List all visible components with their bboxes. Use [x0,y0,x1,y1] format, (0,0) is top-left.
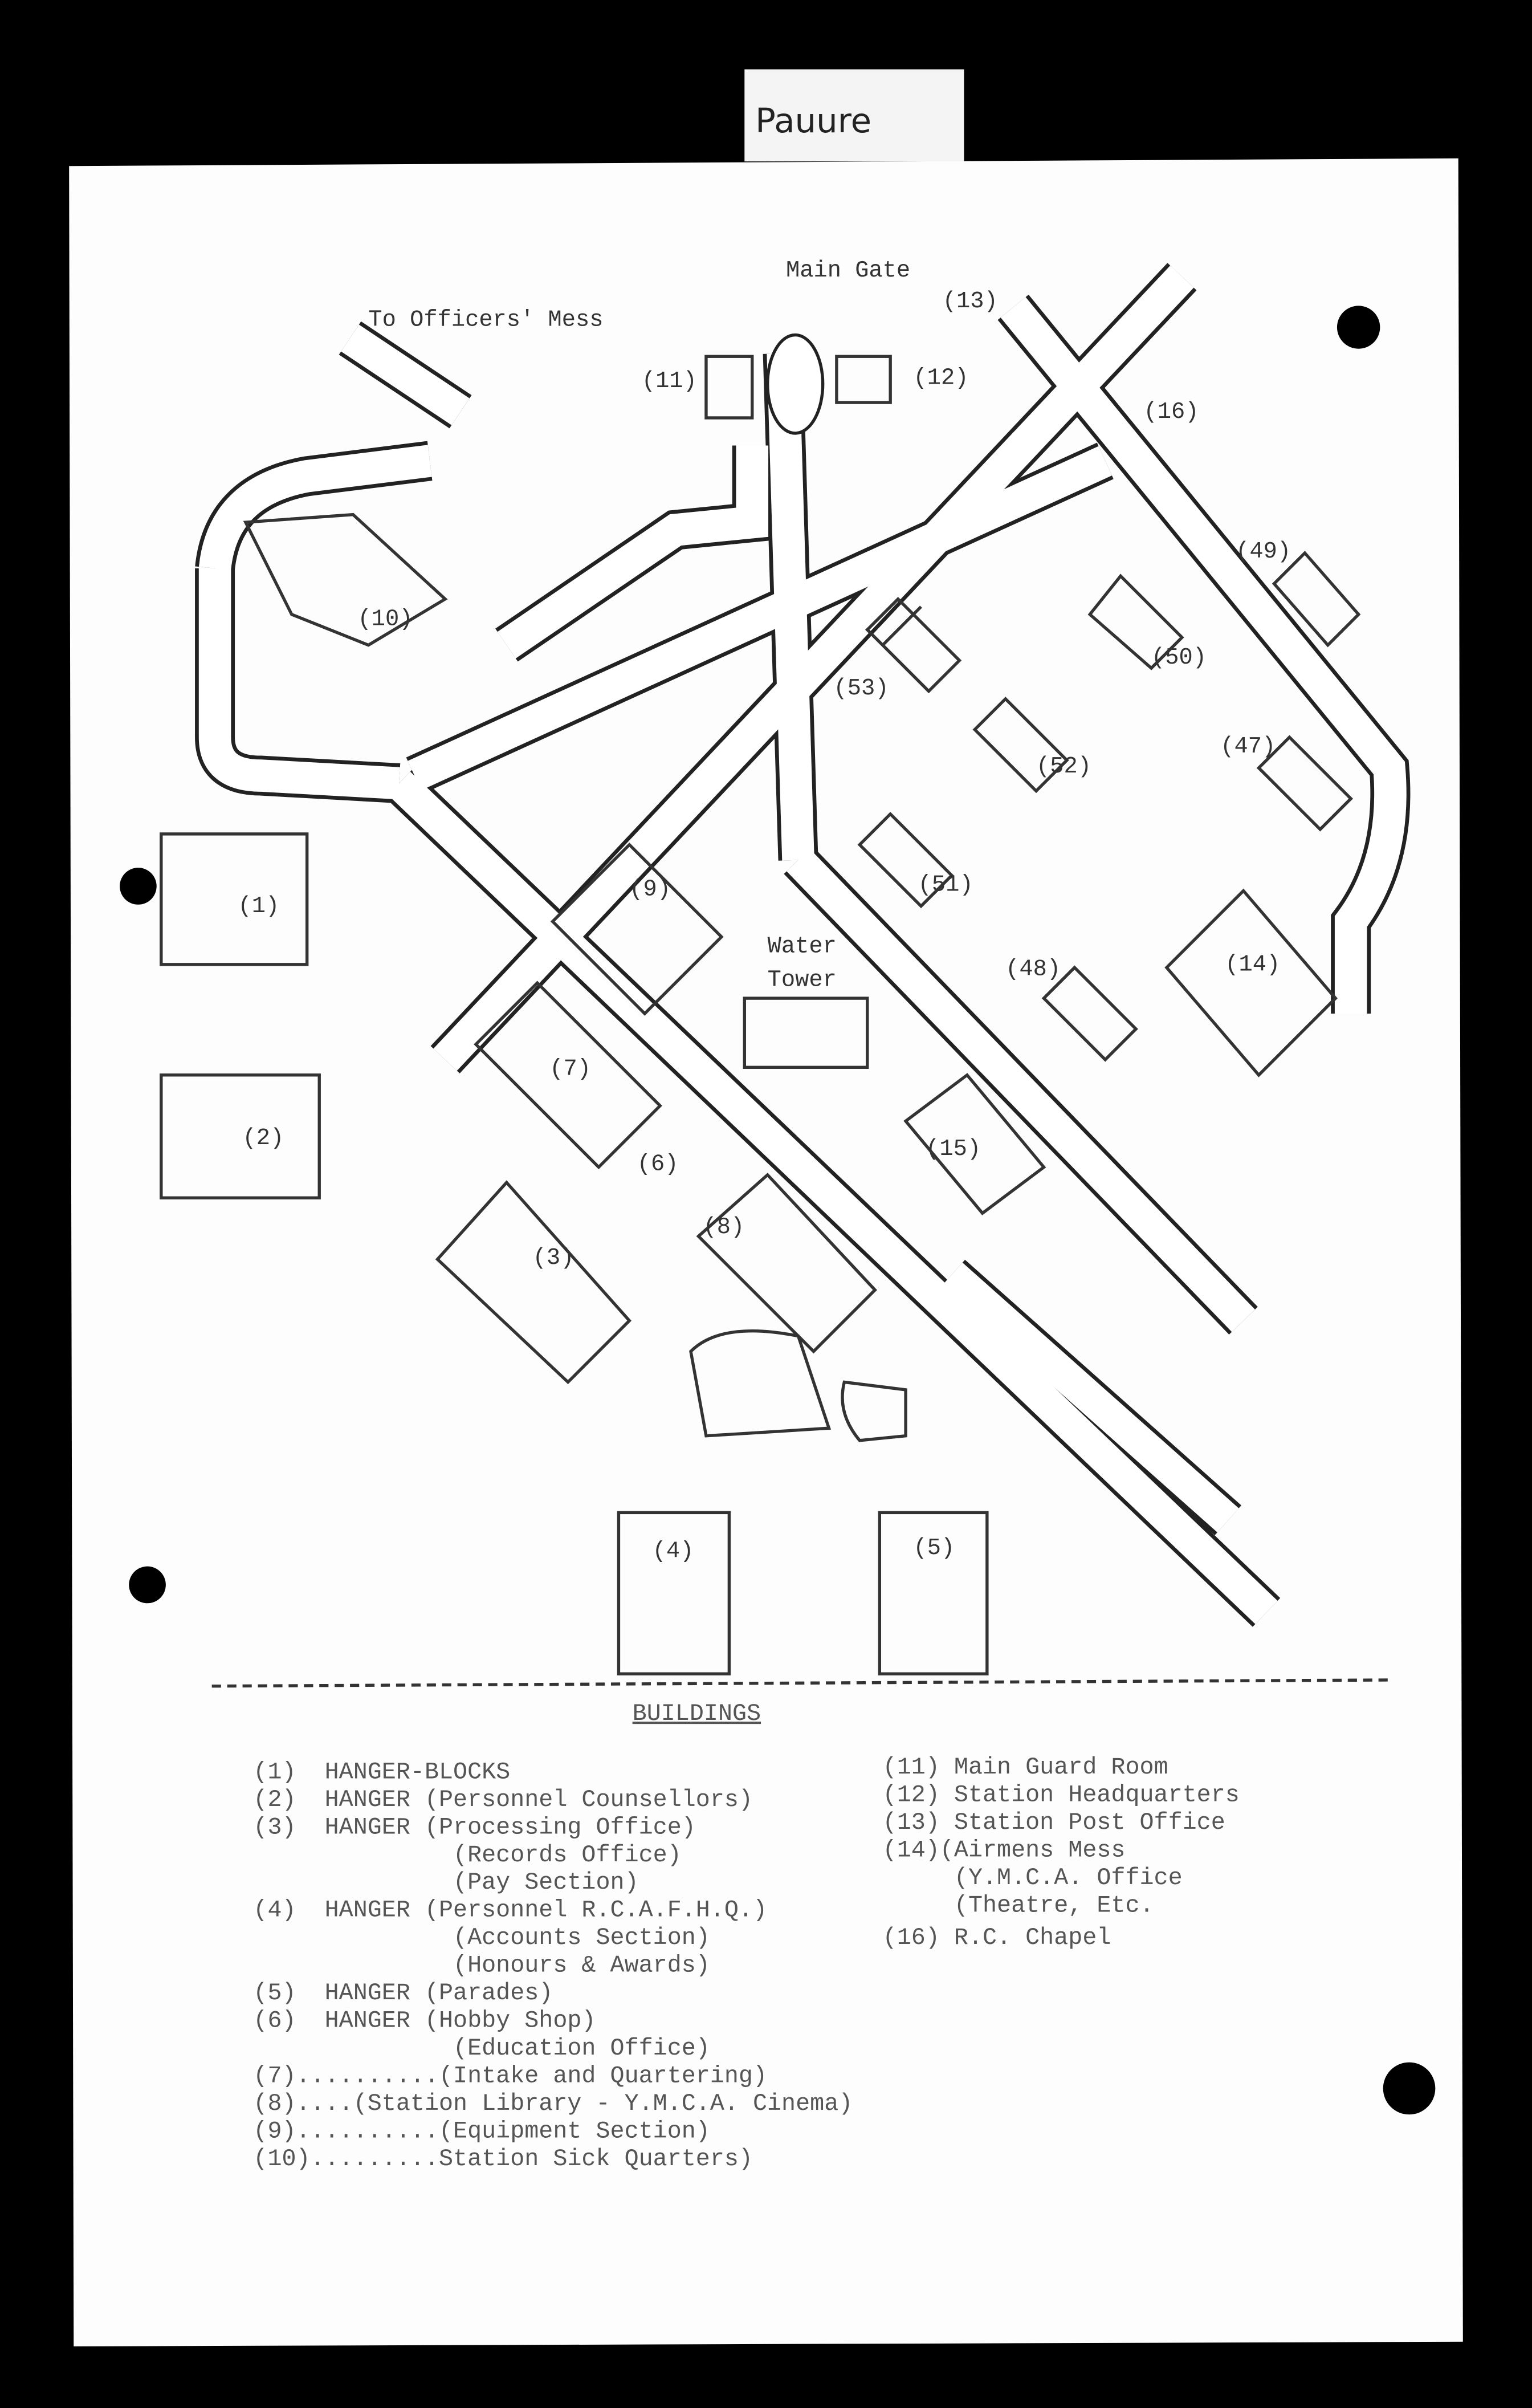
label-5: (5) [914,1535,955,1561]
legend-item: (Records Office) [253,1841,681,1869]
label-12: (12) [914,365,969,392]
building-15 [903,1073,1046,1215]
legend-item: (10).........Station Sick Quarters) [253,2145,753,2173]
legend-item: (2) HANGER (Personnel Counsellors) [253,1786,753,1813]
punch-holes [120,306,1436,2115]
building-4 [617,1511,731,1675]
legend-item: (5) HANGER (Parades) [253,1979,553,2007]
h-blocks [857,551,1361,1062]
legend-item: (Accounts Section) [253,1924,710,1951]
label-10: (10) [358,607,413,633]
building-2 [160,1073,321,1199]
legend-item: (Education Office) [253,2035,710,2062]
label-14: (14) [1225,952,1280,978]
legend-item: (14)(Airmens Mess [883,1837,1126,1864]
legend-item: (Y.M.C.A. Office [883,1864,1183,1892]
legend-right: (11) Main Guard Room (12) Station Headqu… [883,1754,1240,1951]
legend-item: (16) R.C. Chapel [883,1924,1111,1951]
label-6: (6) [637,1152,679,1178]
legend-left: (1) HANGER-BLOCKS (2) HANGER (Personnel … [253,1758,853,2173]
building-11 [704,355,754,420]
label-16: (16) [1144,399,1199,425]
map-labels: To Officers' Mess Main Gate (13) (11) (1… [238,258,1291,1564]
legend-item: (6) HANGER (Hobby Shop) [253,2007,596,2035]
label-48: (48) [1005,957,1061,983]
legend-item: (7)..........(Intake and Quartering) [253,2063,767,2090]
label-7: (7) [549,1056,591,1083]
legend-item: (4) HANGER (Personnel R.C.A.F.H.Q.) [253,1897,767,1924]
label-13: (13) [943,288,998,315]
label-11: (11) [642,368,697,394]
label-47: (47) [1220,734,1276,760]
legend-item: (Pay Section) [253,1869,638,1896]
legend-item: (Honours & Awards) [253,1952,710,1979]
paper-sheet [69,158,1463,2346]
legend: BUILDINGS (1) HANGER-BLOCKS (2) HANGER (… [253,1700,1239,2173]
legend-item: (11) Main Guard Room [883,1754,1168,1781]
building-9 [550,842,724,1016]
legend-item: (8)....(Station Library - Y.M.C.A. Cinem… [253,2090,853,2117]
building-12 [835,355,892,404]
divider-line [211,1678,1390,1688]
legend-item: (Theatre, Etc. [883,1892,1154,1919]
label-15: (15) [926,1136,981,1162]
legend-item: (3) HANGER (Processing Office) [253,1813,695,1841]
label-52: (52) [1036,754,1091,780]
label-2: (2) [243,1125,284,1152]
label-50: (50) [1151,645,1207,671]
building-8 [696,1173,877,1354]
tag-handwriting: Pauure [755,101,871,140]
label-9: (9) [629,877,671,903]
legend-item: (9)..........(Equipment Section) [253,2118,710,2145]
label-to-officers-mess: To Officers' Mess [368,307,603,333]
map-buildings [160,355,1361,1675]
label-49: (49) [1236,539,1291,565]
label-water: Water [768,933,837,959]
label-53: (53) [834,676,889,702]
label-tower: Tower [768,967,837,994]
legend-item: (12) Station Headquarters [883,1781,1240,1809]
label-51: (51) [918,872,973,898]
label-8: (8) [703,1214,745,1240]
building-10 [243,512,448,647]
building-1 [160,832,309,966]
building-3 [435,1180,631,1385]
label-main-gate: Main Gate [786,258,910,284]
building-7 [474,981,662,1170]
legend-item: (1) HANGER-BLOCKS [253,1758,510,1785]
file-tag: Pauure [744,69,964,162]
legend-item: (13) Station Post Office [883,1809,1225,1836]
building-14 [1164,888,1338,1077]
water-tower [743,996,869,1069]
road-network [195,263,1411,1627]
building-5 [878,1511,989,1675]
label-4: (4) [653,1538,694,1564]
label-1: (1) [238,893,279,920]
label-3: (3) [533,1245,574,1271]
legend-title: BUILDINGS [633,1700,761,1727]
